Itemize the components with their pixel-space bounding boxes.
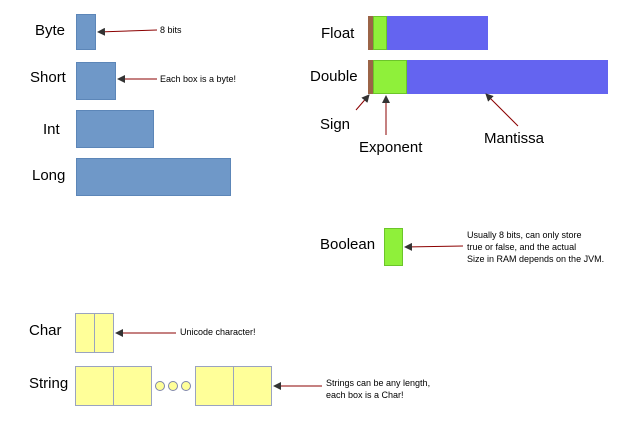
short-box [76, 62, 116, 100]
double-sign-segment [368, 60, 373, 94]
byte-label: Byte [35, 22, 66, 39]
string-note: Strings can be any length, each box is a… [326, 377, 430, 401]
boolean-note-line: Size in RAM depends on the JVM. [467, 254, 605, 264]
float-label: Float [321, 25, 355, 42]
ellipsis-dot [155, 381, 165, 391]
string-note-line: Strings can be any length, [326, 378, 431, 388]
string-char-box [195, 366, 234, 406]
byte-note: 8 bits [160, 25, 182, 35]
long-box [76, 158, 231, 196]
string-label: String [29, 375, 69, 392]
boolean-box [384, 228, 403, 266]
boolean-note: Usually 8 bits, can only store true or f… [467, 229, 604, 265]
string-note-line: each box is a Char! [326, 390, 404, 400]
boolean-label: Boolean [320, 236, 376, 253]
boolean-note-line: true or false, and the actual [467, 242, 577, 252]
byte-box [76, 14, 96, 50]
mantissa-label: Mantissa [484, 130, 545, 147]
sign-label: Sign [320, 116, 351, 133]
string-char-box [233, 366, 272, 406]
byte-arrow [97, 27, 158, 36]
string-char-box [113, 366, 152, 406]
short-label: Short [30, 69, 66, 86]
ellipsis-dot [181, 381, 191, 391]
float-mantissa-segment [387, 16, 488, 50]
char-label: Char [29, 322, 62, 339]
double-exponent-segment [373, 60, 407, 94]
boolean-note-line: Usually 8 bits, can only store [467, 230, 582, 240]
sign-arrow [355, 94, 370, 111]
char-byte-box [94, 313, 114, 353]
string-char-box [75, 366, 114, 406]
double-label: Double [310, 68, 358, 85]
float-exponent-segment [373, 16, 387, 50]
double-mantissa-segment [407, 60, 608, 94]
float-sign-segment [368, 16, 373, 50]
ellipsis-dot [168, 381, 178, 391]
char-note: Unicode character! [180, 327, 256, 337]
boolean-arrow [404, 242, 464, 251]
int-label: Int [43, 121, 60, 138]
mantissa-arrow [485, 93, 519, 127]
exponent-label: Exponent [359, 139, 423, 156]
int-box [76, 110, 154, 148]
short-note: Each box is a byte! [160, 74, 237, 84]
long-label: Long [32, 167, 66, 184]
